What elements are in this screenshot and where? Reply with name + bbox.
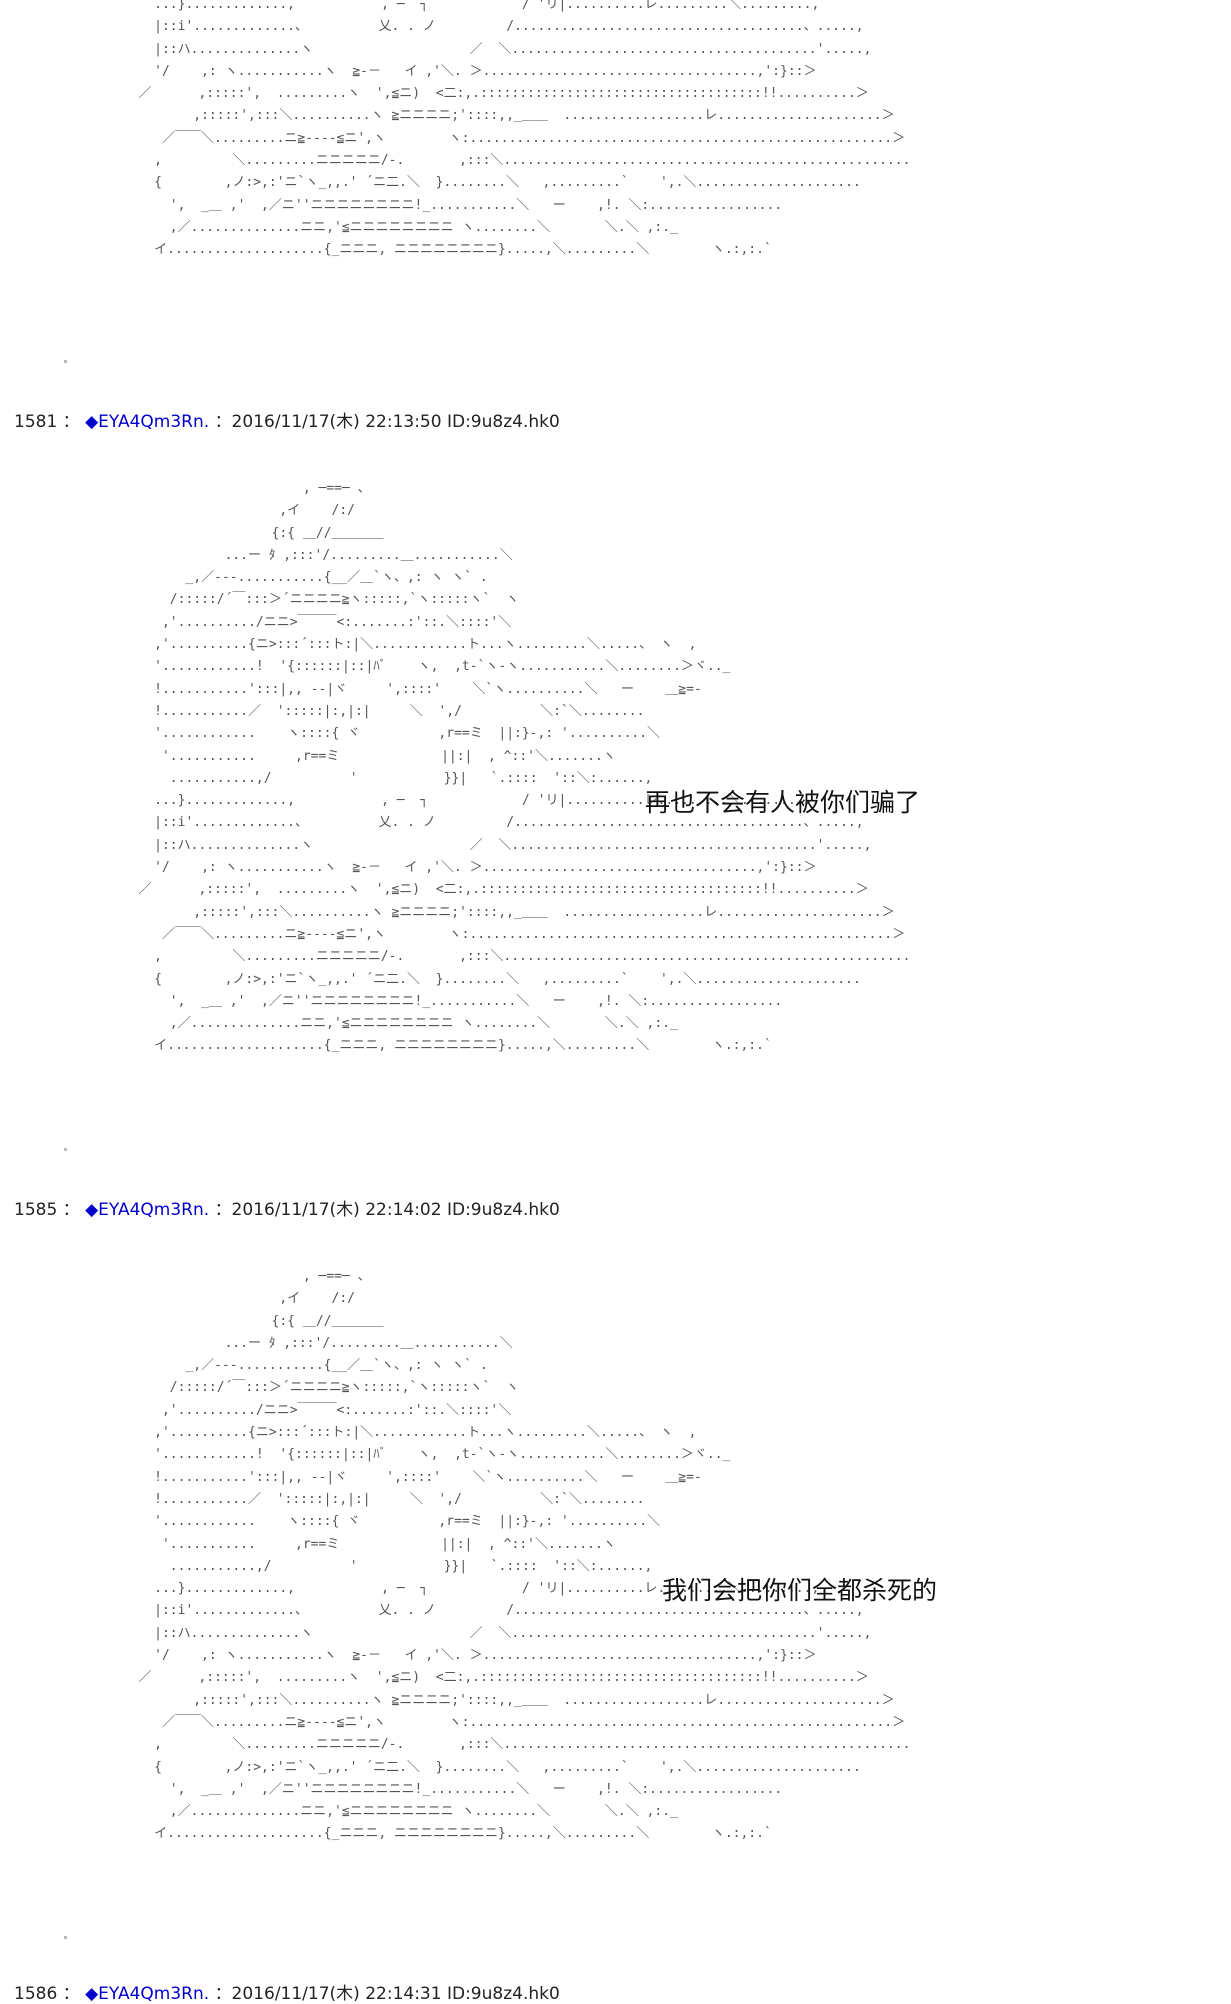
- post-separator: ：: [62, 1200, 80, 1220]
- post-caption-1581: 再也不会有人被你们骗了: [645, 788, 921, 817]
- post-header-1586: 1586 ： ◆EYA4Qm3Rn. ：2016/11/17(木) 22:14:…: [14, 1984, 560, 2004]
- ascii-art-1585: , ─==─ 、 ,イ /:/ {:{ ＿//＿＿＿＿ ...ー ﾀ ,:::'…: [138, 1269, 911, 1842]
- poster-trip[interactable]: EYA4Qm3Rn.: [98, 412, 210, 432]
- trip-diamond-icon: ◆: [85, 1984, 99, 2004]
- post-meta: ：2016/11/17(木) 22:14:02 ID:9u8z4.hk0: [214, 1200, 560, 1220]
- separator-dot: [64, 360, 67, 363]
- post-caption-1585: 我们会把你们全都杀死的: [662, 1576, 938, 1605]
- post-meta: ：2016/11/17(木) 22:14:31 ID:9u8z4.hk0: [214, 1984, 560, 2004]
- post-number[interactable]: 1581: [14, 412, 58, 432]
- post-header-1581: 1581 ： ◆EYA4Qm3Rn. ：2016/11/17(木) 22:13:…: [14, 412, 560, 432]
- trip-diamond-icon: ◆: [85, 1200, 99, 1220]
- ascii-art-1581: , ─==─ 、 ,イ /:/ {:{ ＿//＿＿＿＿ ...ー ﾀ ,:::'…: [138, 481, 911, 1054]
- poster-trip[interactable]: EYA4Qm3Rn.: [98, 1200, 210, 1220]
- separator-dot: [64, 1148, 67, 1151]
- ascii-art-top: ...}............., , ─ ┐ / 'リ|..........…: [138, 0, 911, 258]
- post-number[interactable]: 1586: [14, 1984, 58, 2004]
- post-number[interactable]: 1585: [14, 1200, 58, 1220]
- post-meta: ：2016/11/17(木) 22:13:50 ID:9u8z4.hk0: [214, 412, 560, 432]
- post-separator: ：: [62, 1984, 80, 2004]
- separator-dot: [64, 1936, 67, 1939]
- trip-diamond-icon: ◆: [85, 412, 99, 432]
- post-separator: ：: [62, 412, 80, 432]
- post-header-1585: 1585 ： ◆EYA4Qm3Rn. ：2016/11/17(木) 22:14:…: [14, 1200, 560, 1220]
- poster-trip[interactable]: EYA4Qm3Rn.: [98, 1984, 210, 2004]
